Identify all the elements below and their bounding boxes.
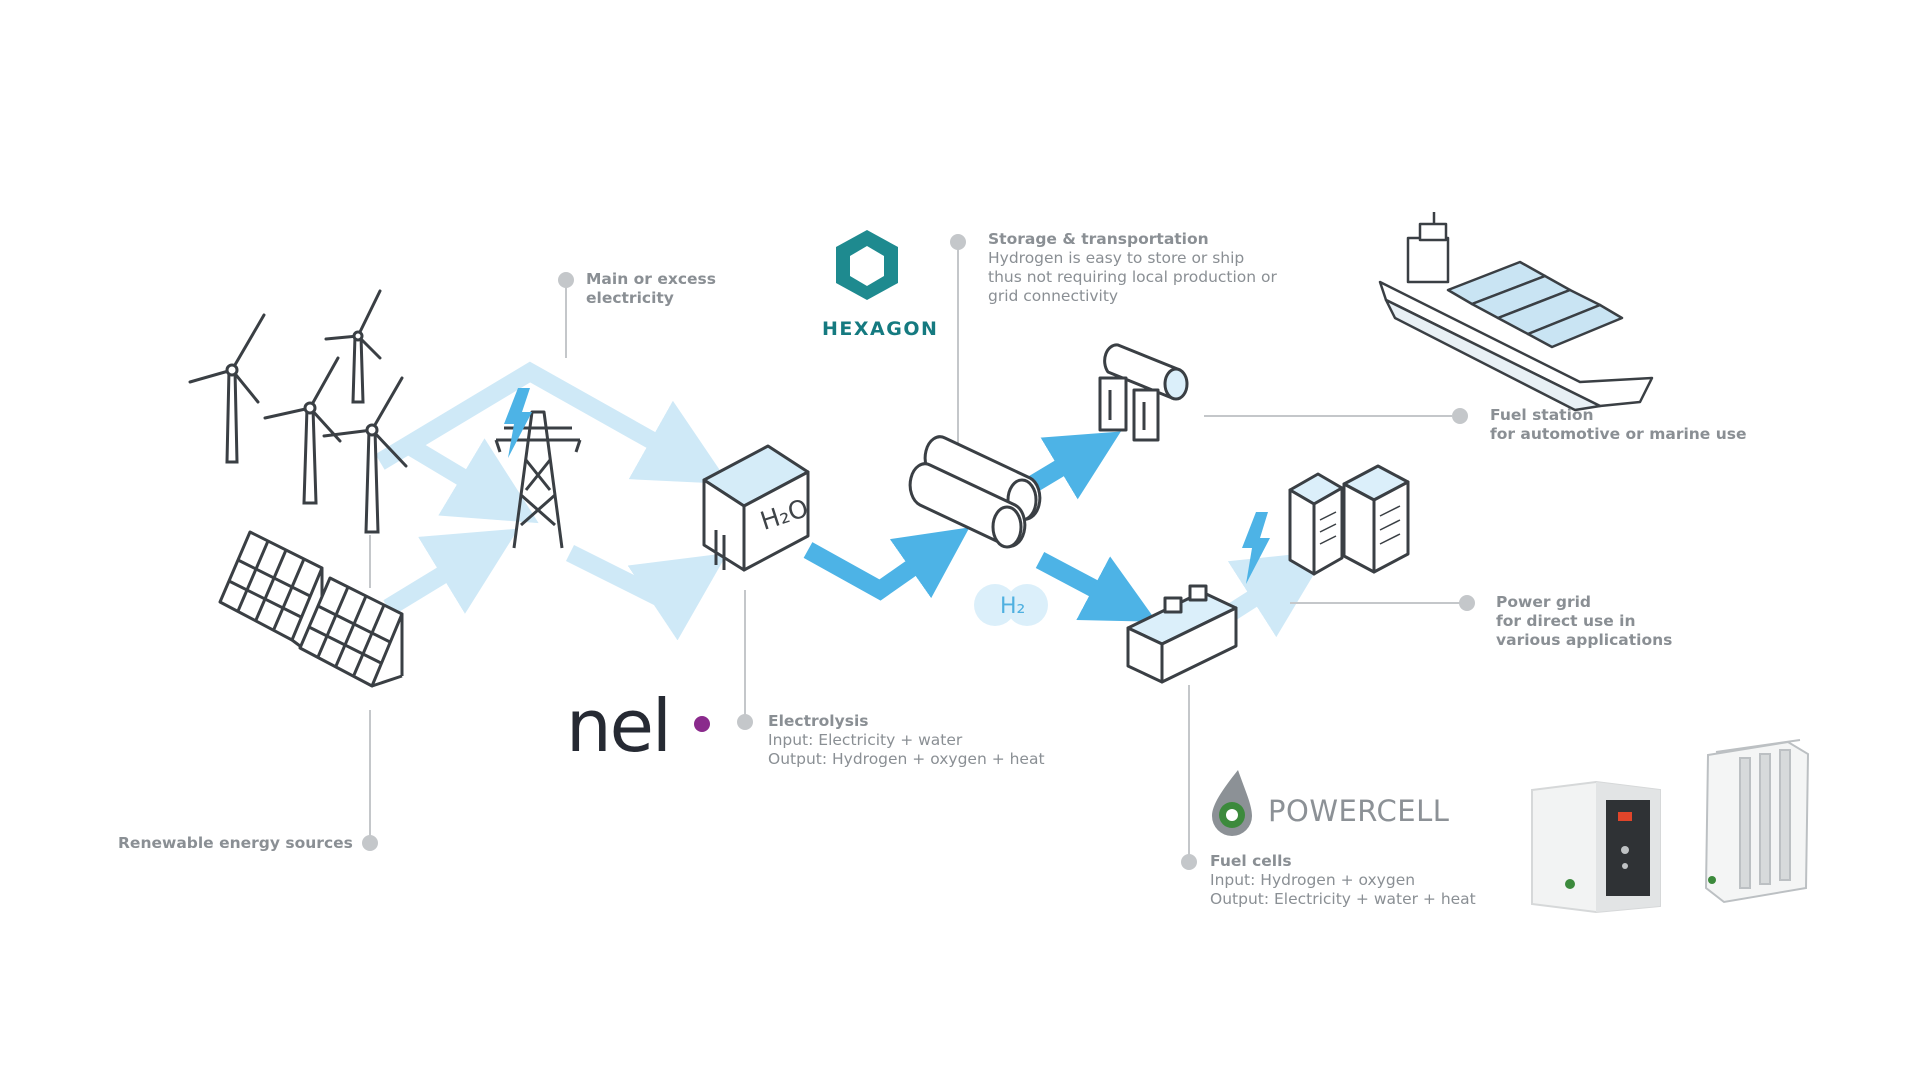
label-line: various applications: [1496, 631, 1673, 649]
nel-logo-dot: [694, 716, 710, 732]
label-power-grid: Power grid for direct use in various app…: [1496, 593, 1672, 650]
h2-label: H₂: [1000, 594, 1026, 619]
label-line: electricity: [586, 289, 674, 307]
powercell-wordmark: POWERCELL: [1268, 794, 1450, 828]
label-title: Power grid: [1496, 593, 1592, 611]
label-electrolysis: Electrolysis Input: Electricity + water …: [768, 712, 1045, 769]
label-line: grid connectivity: [988, 287, 1119, 305]
buildings-icon: [1288, 464, 1410, 576]
hexagon-wordmark: HEXAGON: [822, 318, 939, 340]
flow-solar-to-pylon: [383, 528, 519, 616]
container-ship-icon: [1378, 212, 1654, 412]
label-title: Storage & transportation: [988, 230, 1209, 248]
hexagon-logo: [836, 230, 898, 300]
electricity-flow-arrows: [375, 361, 1328, 641]
hydrogen-storage-cylinders-icon: [908, 435, 1042, 549]
flow-electrolyser-to-storage: [803, 527, 970, 601]
label-line: Output: Hydrogen + oxygen + heat: [768, 750, 1045, 768]
label-line: Input: Hydrogen + oxygen: [1210, 871, 1416, 889]
nel-wordmark: nel: [566, 684, 672, 768]
flow-wind-to-pylon: [403, 437, 539, 524]
lightning-bolt-icon: [1242, 512, 1270, 584]
wind-turbine-icon: [188, 313, 266, 464]
label-title: Electrolysis: [768, 712, 869, 730]
connector-lines: [362, 234, 1475, 870]
label-title: Fuel cells: [1210, 852, 1292, 870]
label-main-electricity: Main or excess electricity: [586, 270, 716, 308]
label-storage-transportation: Storage & transportation Hydrogen is eas…: [988, 230, 1277, 306]
powercell-logo-icon: [1212, 770, 1252, 836]
flow-grid-to-electrolyser-top: [375, 361, 730, 485]
label-title: Fuel station: [1490, 406, 1594, 424]
label-line: Hydrogen is easy to store or ship: [988, 249, 1245, 267]
electrolyser-icon: [702, 444, 810, 572]
label-fuel-station: Fuel station for automotive or marine us…: [1490, 406, 1747, 444]
fuel-cell-product-stack-image: [1704, 739, 1810, 904]
label-line: for direct use in: [1496, 612, 1636, 630]
wind-turbine-icon: [263, 356, 342, 505]
label-renewable-energy: Renewable energy sources: [118, 834, 353, 853]
power-pylon-icon: [494, 410, 582, 549]
label-title: Renewable energy sources: [118, 834, 353, 852]
flow-pylon-to-electrolyser-bottom: [565, 544, 728, 641]
fuel-cell-unit-icon: [1126, 584, 1238, 684]
wind-turbines-icon: [188, 289, 408, 534]
label-line: Output: Electricity + water + heat: [1210, 890, 1476, 908]
solar-panels-icon: [218, 530, 404, 688]
label-fuel-cells: Fuel cells Input: Hydrogen + oxygen Outp…: [1210, 852, 1476, 909]
flow-storage-to-fuelcell: [1035, 552, 1157, 622]
label-line: for automotive or marine use: [1490, 425, 1747, 443]
h2-molecule-icon: [974, 584, 1048, 626]
label-line: thus not requiring local production or: [988, 268, 1277, 286]
solar-panel-icon: [298, 576, 404, 688]
wind-turbine-icon: [324, 289, 382, 404]
solar-panel-icon: [218, 530, 324, 648]
label-line: Input: Electricity + water: [768, 731, 963, 749]
flow-fuelcell-to-building: [1227, 550, 1328, 638]
fuel-station-icon: [1098, 343, 1189, 442]
label-title: Main or excess: [586, 270, 716, 288]
lightning-bolt-icon: [504, 388, 532, 458]
fuel-cell-product-small-image: [1531, 780, 1661, 914]
wind-turbine-icon: [322, 376, 408, 534]
